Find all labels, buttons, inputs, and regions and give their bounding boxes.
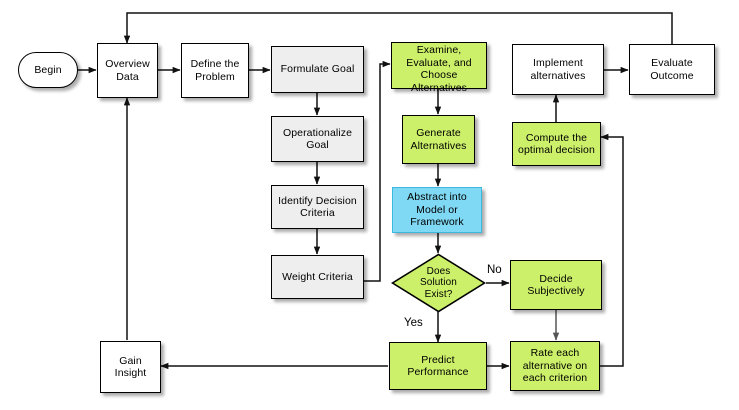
node-rate-each-alternative-label: Rate each alternative on each criterion [522, 347, 588, 385]
node-define-the-problem[interactable]: Define the Problem [181, 43, 249, 98]
node-evaluate-outcome[interactable]: Evaluate Outcome [629, 44, 715, 95]
edge-rateeach-to-compute [600, 133, 624, 367]
edge-label-no: No [487, 264, 502, 276]
node-begin-label: Begin [34, 63, 62, 76]
node-predict-performance[interactable]: Predict Performance [389, 342, 487, 390]
node-weight-criteria[interactable]: Weight Criteria [271, 255, 364, 299]
node-operationalize-goal-label: Operationalize Goal [282, 126, 353, 152]
node-formulate-goal-label: Formulate Goal [280, 63, 355, 76]
node-implement-alternatives[interactable]: Implement alternatives [512, 44, 604, 95]
node-weight-criteria-label: Weight Criteria [282, 270, 353, 283]
node-does-solution-exist[interactable]: Does Solution Exist? [391, 253, 486, 313]
node-generate-alternatives-label: Generate Alternatives [410, 127, 467, 152]
node-abstract-into-model-or-framework[interactable]: Abstract into Model or Framework [392, 187, 482, 233]
node-abstract-into-model-or-framework-label: Abstract into Model or Framework [407, 191, 467, 229]
edge-label-yes: Yes [404, 317, 423, 329]
node-does-solution-exist-label: Does Solution Exist? [420, 265, 457, 300]
node-decide-subjectively-label: Decide Subjectively [527, 272, 585, 298]
node-define-the-problem-label: Define the Problem [190, 58, 240, 83]
node-overview-data-label: Overview Data [105, 58, 150, 83]
node-formulate-goal[interactable]: Formulate Goal [271, 46, 364, 93]
node-begin[interactable]: Begin [18, 52, 78, 88]
node-implement-alternatives-label: Implement alternatives [530, 57, 586, 82]
node-gain-insight[interactable]: Gain Insight [100, 341, 161, 393]
node-examine-evaluate-choose-alternatives[interactable]: Examine, Evaluate, and Choose Alternativ… [391, 42, 487, 94]
node-gain-insight-label: Gain Insight [114, 354, 147, 380]
node-decide-subjectively[interactable]: Decide Subjectively [510, 260, 602, 310]
node-generate-alternatives[interactable]: Generate Alternatives [402, 115, 475, 164]
node-predict-performance-label: Predict Performance [407, 353, 469, 379]
node-identify-decision-criteria[interactable]: Identify Decision Criteria [271, 185, 364, 229]
node-evaluate-outcome-label: Evaluate Outcome [650, 57, 694, 82]
edge-evaluate-to-overview [123, 12, 673, 44]
diamond-shape [391, 253, 486, 313]
node-rate-each-alternative[interactable]: Rate each alternative on each criterion [510, 341, 600, 391]
node-overview-data[interactable]: Overview Data [97, 43, 158, 98]
node-compute-optimal-decision[interactable]: Compute the optimal decision [512, 122, 601, 166]
node-compute-optimal-decision-label: Compute the optimal decision [518, 131, 595, 157]
node-identify-decision-criteria-label: Identify Decision Criteria [278, 194, 357, 220]
node-examine-evaluate-choose-alternatives-label: Examine, Evaluate, and Choose Alternativ… [406, 44, 472, 94]
node-operationalize-goal[interactable]: Operationalize Goal [271, 116, 364, 162]
edge-weight-to-examine [364, 60, 391, 282]
